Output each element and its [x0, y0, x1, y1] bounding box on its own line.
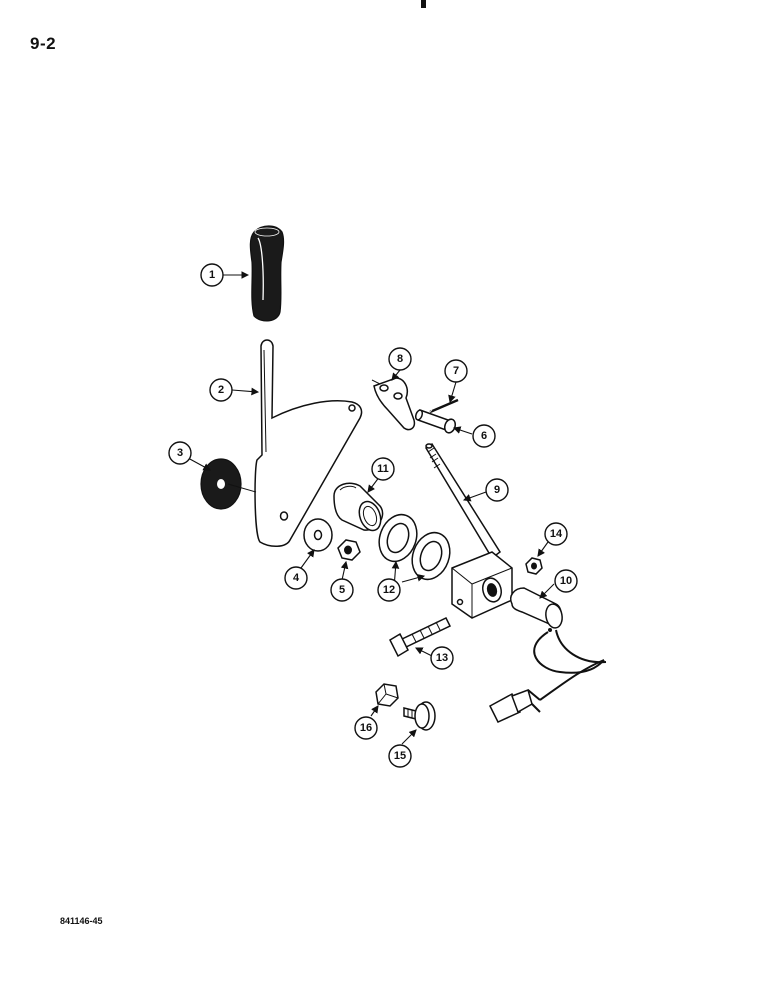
callout-2: 2	[209, 378, 233, 402]
svg-text:1: 1	[209, 269, 215, 281]
svg-text:3: 3	[177, 447, 183, 459]
part-lever	[254, 339, 363, 547]
callout-12: 12	[377, 578, 401, 602]
part-switch	[489, 587, 607, 723]
callout-11: 11	[371, 457, 395, 481]
callout-16: 16	[354, 716, 378, 740]
callout-3: 3	[168, 441, 192, 465]
svg-text:8: 8	[397, 353, 403, 365]
part-nut-16	[375, 683, 399, 707]
svg-text:5: 5	[339, 584, 345, 596]
part-bushing	[333, 482, 384, 532]
callout-13: 13	[430, 646, 454, 670]
svg-text:13: 13	[436, 652, 448, 664]
part-nut-5	[337, 539, 361, 561]
svg-text:12: 12	[383, 584, 395, 596]
callout-6: 6	[472, 424, 496, 448]
part-nut-14	[525, 557, 543, 575]
callout-9: 9	[485, 478, 509, 502]
part-thumb-screw	[403, 701, 436, 731]
callout-1: 1	[200, 263, 224, 287]
svg-text:14: 14	[550, 528, 563, 540]
svg-text:6: 6	[481, 430, 487, 442]
part-washer-4	[303, 518, 333, 552]
part-switch-block	[451, 551, 513, 619]
callout-15: 15	[388, 744, 412, 768]
svg-text:16: 16	[360, 722, 372, 734]
callout-10: 10	[554, 569, 578, 593]
callout-14: 14	[544, 522, 568, 546]
part-cotter-pin	[429, 398, 459, 414]
svg-text:9: 9	[494, 484, 500, 496]
reference-code: 841146-45	[60, 916, 103, 926]
callout-5: 5	[330, 578, 354, 602]
callout-4: 4	[284, 566, 308, 590]
top-edge-mark	[421, 0, 426, 8]
part-washers-12	[378, 513, 451, 581]
part-clevis	[371, 377, 416, 431]
svg-text:2: 2	[218, 384, 224, 396]
callout-7: 7	[444, 359, 468, 383]
part-knob	[249, 225, 285, 322]
page-number: 9-2	[30, 34, 57, 53]
svg-text:11: 11	[377, 463, 389, 475]
svg-text:4: 4	[293, 572, 300, 584]
part-disc	[200, 458, 257, 510]
callout-8: 8	[388, 347, 412, 371]
svg-text:7: 7	[453, 365, 459, 377]
part-bolt	[389, 617, 452, 658]
svg-text:15: 15	[394, 750, 406, 762]
part-clevis-pin	[414, 409, 457, 434]
svg-text:10: 10	[560, 575, 572, 587]
